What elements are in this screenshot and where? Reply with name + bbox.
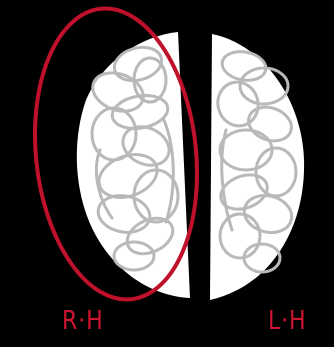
left-hemisphere-label: L·H <box>268 308 307 334</box>
right-hemisphere-label: R·H <box>62 308 104 334</box>
